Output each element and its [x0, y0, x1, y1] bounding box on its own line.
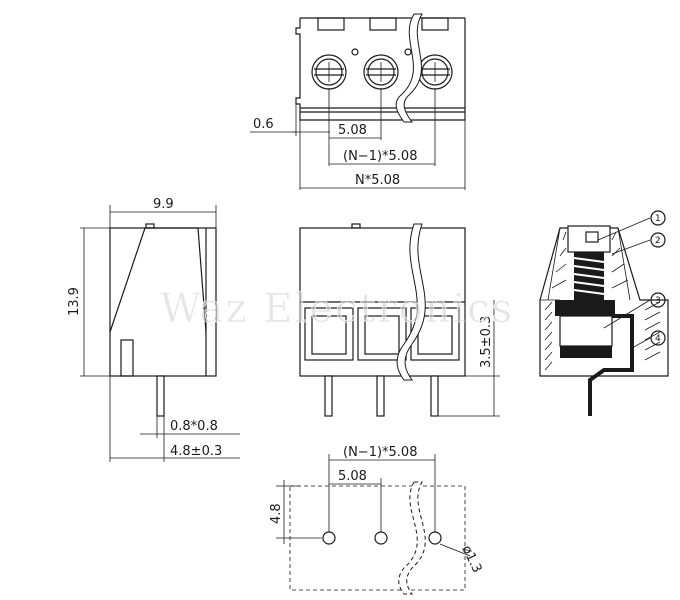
dim-pcb-pitch-n1: (N−1)*5.08	[343, 445, 417, 460]
dim-pin-offset: 4.8±0.3	[170, 444, 222, 459]
dim-side-width: 9.9	[153, 197, 174, 212]
side-view: 9.9 13.9 0.8*0.8 4.8±0.3	[67, 197, 240, 462]
screw-1	[311, 54, 347, 90]
dim-pcb-row: 4.8	[269, 503, 284, 524]
dim-side-height: 13.9	[67, 287, 82, 316]
screw-3	[417, 54, 453, 90]
break-line	[396, 223, 426, 381]
break-line	[395, 13, 423, 123]
front-view: 3.5±0.3	[299, 223, 500, 417]
dim-top-offset: 0.6	[253, 117, 274, 132]
dim-hole-dia: ø1.3	[458, 543, 484, 575]
break-line	[398, 481, 426, 595]
screw-2	[363, 54, 399, 90]
dim-top-pitch-n1: (N−1)*5.08	[343, 149, 417, 164]
callout-3: 3	[655, 296, 661, 306]
callout-2: 2	[655, 236, 661, 246]
dim-top-pitch: 5.08	[338, 123, 367, 138]
dim-top-total: N*5.08	[355, 173, 400, 188]
dim-pin-length: 3.5±0.3	[479, 316, 494, 368]
dim-pcb-pitch: 5.08	[338, 469, 367, 484]
pcb-footprint: (N−1)*5.08 5.08 4.8 ø1.3	[269, 445, 484, 595]
callout-1: 1	[655, 214, 661, 224]
dim-pin-size: 0.8*0.8	[170, 419, 218, 434]
watermark: Waz Electronics	[160, 286, 514, 332]
top-view: 0.6 5.08 (N−1)*5.08 N*5.08	[250, 13, 466, 190]
section-view: 1 2 3 4	[539, 210, 669, 416]
callout-4: 4	[655, 334, 661, 344]
